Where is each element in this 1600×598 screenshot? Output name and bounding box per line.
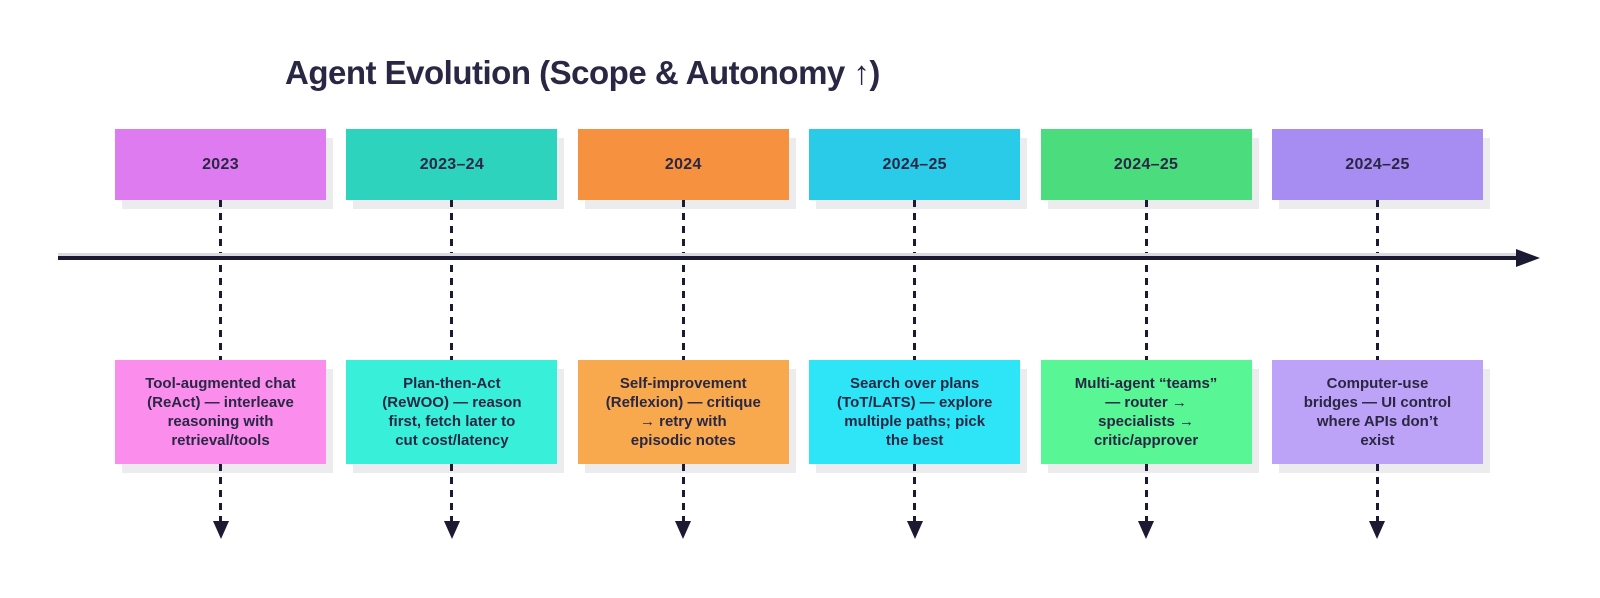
right-arrow-icon: [1516, 249, 1540, 267]
description-box: Search over plans (ToT/LATS) — explore mul…: [809, 360, 1021, 464]
description-line: cut cost/latency: [395, 432, 509, 449]
down-arrow-icon: [443, 521, 460, 539]
connector-dashed-line: [1375, 200, 1379, 360]
connector-dashed-line: [1144, 200, 1148, 360]
connector-dashed-line: [681, 200, 685, 360]
timeline-column: 2024–25 Computer-use bridges — UI control…: [1271, 129, 1483, 539]
year-badge: 2024–25: [1271, 129, 1483, 200]
description-line: Self-improvement: [619, 375, 747, 392]
year-badge: 2024–25: [1040, 129, 1252, 200]
timeline-column: 2024–25 Search over plans (ToT/LATS) — ex…: [809, 129, 1021, 539]
description-line: → retry with: [639, 413, 727, 430]
description-box: Computer-use bridges — UI control where AP…: [1271, 360, 1483, 464]
description-line: Tool-augmented chat: [145, 375, 296, 392]
description-line: multiple paths; pick: [844, 413, 986, 430]
description-line: (ReWOO) — reason: [382, 394, 522, 411]
description-line: — router →: [1105, 394, 1187, 411]
description-line: first, fetch later to: [388, 413, 516, 430]
timeline-column: 2024 Self-improvement (Reflexion) — criti…: [577, 129, 789, 539]
description-line: bridges — UI control: [1303, 394, 1452, 411]
down-arrow-icon: [1369, 521, 1386, 539]
description-line: (ReAct) — interleave: [147, 394, 294, 411]
year-badge: 2023: [115, 129, 326, 200]
description-line: (Reflexion) — critique: [605, 394, 761, 411]
description-line: episodic notes: [630, 432, 736, 449]
description-line: retrieval/tools: [171, 432, 270, 449]
description-line: specialists →: [1098, 413, 1194, 430]
connector-dashed-line: [1375, 464, 1379, 522]
description-line: Computer-use: [1326, 375, 1429, 392]
description-line: Plan-then-Act: [403, 375, 501, 392]
description-line: exist: [1360, 432, 1395, 449]
down-arrow-icon: [675, 521, 692, 539]
connector-dashed-line: [219, 464, 222, 522]
connector-dashed-line: [219, 200, 222, 360]
connector-dashed-line: [1144, 464, 1148, 522]
down-arrow-icon: [1138, 521, 1155, 539]
down-arrow-icon: [906, 521, 923, 539]
timeline-columns: 2023 Tool-augmented chat (ReAct) — interl…: [115, 129, 1483, 539]
description-line: reasoning with: [167, 413, 274, 430]
description-line: where APIs don’t: [1316, 413, 1439, 430]
description-line: Multi-agent “teams”: [1074, 375, 1218, 392]
description-box: Multi-agent “teams” — router → specialists…: [1040, 360, 1252, 464]
year-badge: 2024–25: [809, 129, 1021, 200]
description-line: critic/approver: [1093, 432, 1199, 449]
page-title: Agent Evolution (Scope & Autonomy ↑): [285, 54, 880, 91]
year-badge: 2024: [577, 129, 789, 200]
description-line: (ToT/LATS) — explore: [837, 394, 993, 411]
timeline-column: 2023–24 Plan-then-Act (ReWOO) — reason fir…: [346, 129, 558, 539]
description-line: the best: [885, 432, 944, 449]
year-badge: 2023–24: [346, 129, 558, 200]
connector-dashed-line: [681, 464, 685, 522]
timeline-column: 2024–25 Multi-agent “teams” — router → spe…: [1040, 129, 1252, 539]
down-arrow-icon: [212, 521, 229, 539]
connector-dashed-line: [450, 200, 454, 360]
connector-dashed-line: [450, 464, 454, 522]
connector-dashed-line: [913, 464, 917, 522]
timeline-axis: [58, 249, 1540, 267]
description-box: Tool-augmented chat (ReAct) — interleave r…: [115, 360, 326, 464]
description-line: Search over plans: [850, 375, 980, 392]
timeline-column: 2023 Tool-augmented chat (ReAct) — interl…: [115, 129, 326, 539]
description-box: Self-improvement (Reflexion) — critique → …: [577, 360, 789, 464]
connector-dashed-line: [913, 200, 917, 360]
description-box: Plan-then-Act (ReWOO) — reason first, fetc…: [346, 360, 558, 464]
